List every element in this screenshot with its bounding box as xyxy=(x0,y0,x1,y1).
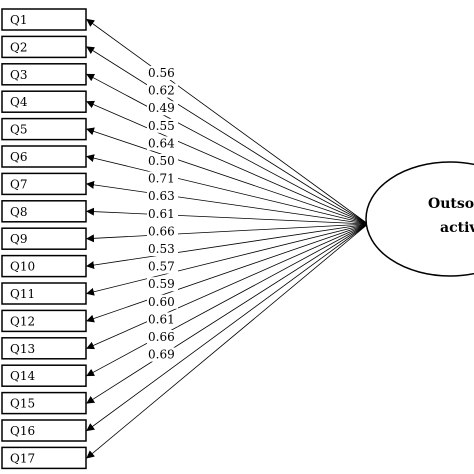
loading-value: 0.59 xyxy=(148,277,175,291)
item-label: Q4 xyxy=(10,95,28,109)
item-label: Q10 xyxy=(10,260,35,274)
loading-label-background xyxy=(147,189,178,204)
loading-arrow xyxy=(86,223,369,350)
item-label: Q3 xyxy=(10,68,27,82)
loading-value: 0.61 xyxy=(148,207,175,221)
loading-value: 0.49 xyxy=(148,101,175,115)
item-label: Q16 xyxy=(10,424,35,438)
loading-value: 0.55 xyxy=(148,119,175,133)
loading-arrow xyxy=(86,180,369,225)
loading-value: 0.71 xyxy=(148,172,175,186)
item-box xyxy=(1,35,87,59)
loading-label-background xyxy=(147,66,178,80)
loading-arrow xyxy=(86,73,369,225)
loading-arrow xyxy=(86,46,369,225)
loading-label-background xyxy=(147,259,178,274)
item-box xyxy=(1,90,87,113)
loading-label-background xyxy=(147,347,178,362)
item-label: Q13 xyxy=(10,342,35,356)
loading-value: 0.64 xyxy=(148,136,175,150)
loading-arrow xyxy=(86,100,369,225)
loading-label-background xyxy=(147,277,178,292)
loading-arrow xyxy=(86,154,369,225)
loading-arrow xyxy=(86,223,369,377)
item-box xyxy=(1,63,87,86)
loading-label-background xyxy=(147,136,178,151)
loading-label-background xyxy=(147,242,178,256)
loading-label-background xyxy=(147,330,178,344)
loading-paths xyxy=(86,18,369,459)
loading-value: 0.56 xyxy=(148,66,175,80)
loading-values: 0.56 0.62 0.49 0.55 0.64 0.50 0.71 0.63 0.61 0.66… xyxy=(147,66,178,362)
item-box xyxy=(1,337,87,360)
loading-label-background xyxy=(147,294,178,309)
loading-label-background xyxy=(147,83,178,98)
indicator-items: Q1Q2Q3Q4Q5Q6Q7Q8Q9Q10Q11Q12Q13Q14Q15Q16Q… xyxy=(1,8,87,470)
loading-value: 0.57 xyxy=(148,260,175,274)
loading-value: 0.66 xyxy=(148,330,175,344)
loading-arrow xyxy=(86,223,369,270)
loading-value: 0.53 xyxy=(148,242,175,256)
item-label: Q11 xyxy=(10,287,35,301)
item-label: Q7 xyxy=(10,177,27,191)
loading-arrow xyxy=(86,223,369,323)
item-box xyxy=(1,200,87,223)
item-box xyxy=(1,446,87,470)
loading-value: 0.63 xyxy=(148,189,175,203)
loading-label-background xyxy=(147,118,178,133)
loading-arrow xyxy=(86,223,369,243)
loading-value: 0.61 xyxy=(148,312,175,326)
loading-value: 0.69 xyxy=(148,348,175,362)
loading-label-background xyxy=(147,224,178,239)
item-label: Q2 xyxy=(10,40,27,54)
loading-arrow xyxy=(86,223,369,296)
loading-label-background xyxy=(147,312,178,327)
item-box xyxy=(1,8,87,31)
loading-arrow xyxy=(86,18,369,225)
item-label: Q1 xyxy=(10,13,27,27)
item-box xyxy=(1,227,87,250)
factor-label-line1: Outsourcing xyxy=(428,196,474,212)
item-box xyxy=(1,254,87,278)
loading-label-background xyxy=(147,154,178,168)
item-box xyxy=(1,282,87,305)
loading-label-background xyxy=(147,206,178,221)
item-label: Q6 xyxy=(10,150,27,164)
item-box xyxy=(1,391,87,415)
item-box xyxy=(1,364,87,387)
loading-arrow xyxy=(86,223,369,404)
item-box xyxy=(1,145,87,168)
loading-value: 0.50 xyxy=(148,154,175,168)
item-label: Q9 xyxy=(10,232,27,246)
item-label: Q5 xyxy=(10,123,27,137)
factor-ellipse xyxy=(365,161,474,277)
item-label: Q14 xyxy=(10,369,35,383)
loading-arrow xyxy=(86,223,369,432)
loading-value: 0.66 xyxy=(148,224,175,238)
item-box xyxy=(1,419,87,442)
loading-label-background xyxy=(147,101,178,116)
loading-arrow xyxy=(86,127,369,225)
item-box xyxy=(1,309,87,333)
latent-factor: Outsourcing activities xyxy=(365,161,474,277)
loading-arrow xyxy=(86,207,369,225)
item-label: Q15 xyxy=(10,397,35,411)
loading-label-background xyxy=(147,171,178,186)
loading-value: 0.62 xyxy=(148,84,175,98)
factor-label-line2: activities xyxy=(440,220,474,236)
loading-arrow xyxy=(86,223,369,459)
loading-value: 0.60 xyxy=(148,295,175,309)
item-label: Q17 xyxy=(10,451,35,465)
item-box xyxy=(1,172,87,196)
item-label: Q12 xyxy=(10,314,35,328)
item-box xyxy=(1,117,87,141)
item-label: Q8 xyxy=(10,205,27,219)
